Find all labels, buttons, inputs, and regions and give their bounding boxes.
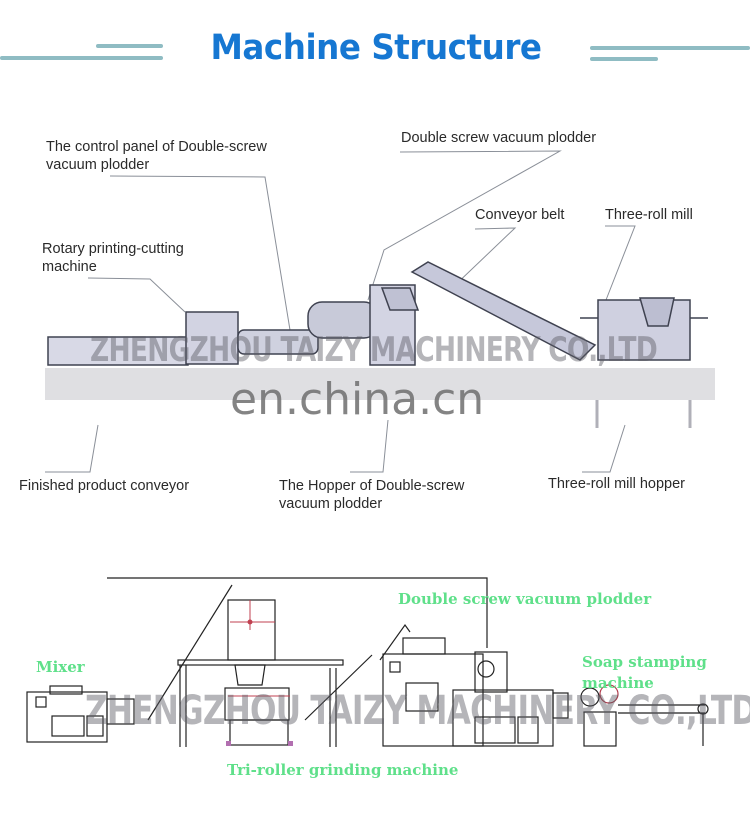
plodder-panel [405,682,439,712]
leader-double-screw [367,150,562,301]
header-line-left-short [96,44,163,48]
stamper-wheel-1 [580,687,600,707]
label-finished-conveyor: Finished product conveyor [19,478,190,494]
flow-line-top [107,577,488,648]
header-line-left-long [0,56,163,60]
watermark-site: en.china.cn [230,374,485,425]
label-hopper-plodder: The Hopper of Double-screw vacuum plodde… [279,478,465,512]
label-double-screw-drawing: Double screw vacuum plodder [398,590,652,608]
leader-hopper [350,419,389,473]
leader-lines [45,150,636,473]
plodder-hopper-box [402,637,446,655]
plodder-panel-3 [517,716,539,744]
leader-three-roll-hopper [582,424,626,473]
plodder-hopper-shape [380,287,420,311]
label-soap-stamping-line1: Soap stamping [582,653,707,671]
mill-upper-frame [227,599,276,661]
mill-roller-center [247,619,253,625]
label-control-panel: The control panel of Double-screw vacuum… [46,139,267,173]
header-line-right-short [590,57,658,61]
label-three-roll-hopper: Three-roll mill hopper [548,476,685,492]
plodder-nozzle [552,692,569,719]
mixer-panel-1 [51,715,85,737]
mixer-window [35,696,47,708]
flow-line-plodder [379,623,411,661]
mill-hopper [234,664,266,686]
conveyor-belt-shape [410,261,597,361]
leader-conveyor-belt [449,227,517,291]
leader-rotary [87,277,186,313]
plodder-gear-box [474,651,508,693]
stamper-table [583,711,617,747]
mill-base [229,719,289,746]
mixer-panel-2 [86,715,104,737]
plodder-gear [477,660,495,678]
finished-conveyor-shape [47,336,189,366]
three-roll-hopper-shape [639,297,675,327]
plodder-panel-2 [474,716,516,744]
leader-three-roll-mill [605,225,636,301]
stamper-wheel-2 [599,684,619,704]
leader-finished-conveyor [45,424,99,473]
label-soap-stamping-line2: machine [582,674,654,692]
mixer-outlet [106,698,135,725]
watermark-company-bottom: ZHENGZHOU TAIZY MACHINERY CO.,LTD [85,688,750,734]
mill-table-top [177,659,344,666]
leader-control-panel [109,175,291,331]
mixer-top [49,685,83,695]
screw-barrel-shape [237,329,319,355]
mill-foot-left [226,741,231,746]
label-double-screw-plodder: Double screw vacuum plodder [401,130,597,146]
watermark-company-top: ZHENGZHOU TAIZY MACHINERY CO.,LTD [90,330,658,370]
label-tri-roller: Tri-roller grinding machine [227,761,459,779]
label-conveyor-belt: Conveyor belt [475,207,565,223]
label-three-roll-mill: Three-roll mill [605,207,693,223]
header-line-right-long [590,46,750,50]
flow-line-mixer [147,584,233,721]
mill-foot-right [288,741,293,746]
label-rotary-cutter: Rotary printing-cutting machine [42,241,184,275]
mill-legs [595,400,692,428]
reflection-band [45,368,715,400]
page-title: Machine Structure [210,28,542,68]
plodder-window [389,661,401,673]
label-mixer: Mixer [36,658,85,676]
flow-line-mill [304,654,373,721]
machine-line-3d [47,261,708,366]
